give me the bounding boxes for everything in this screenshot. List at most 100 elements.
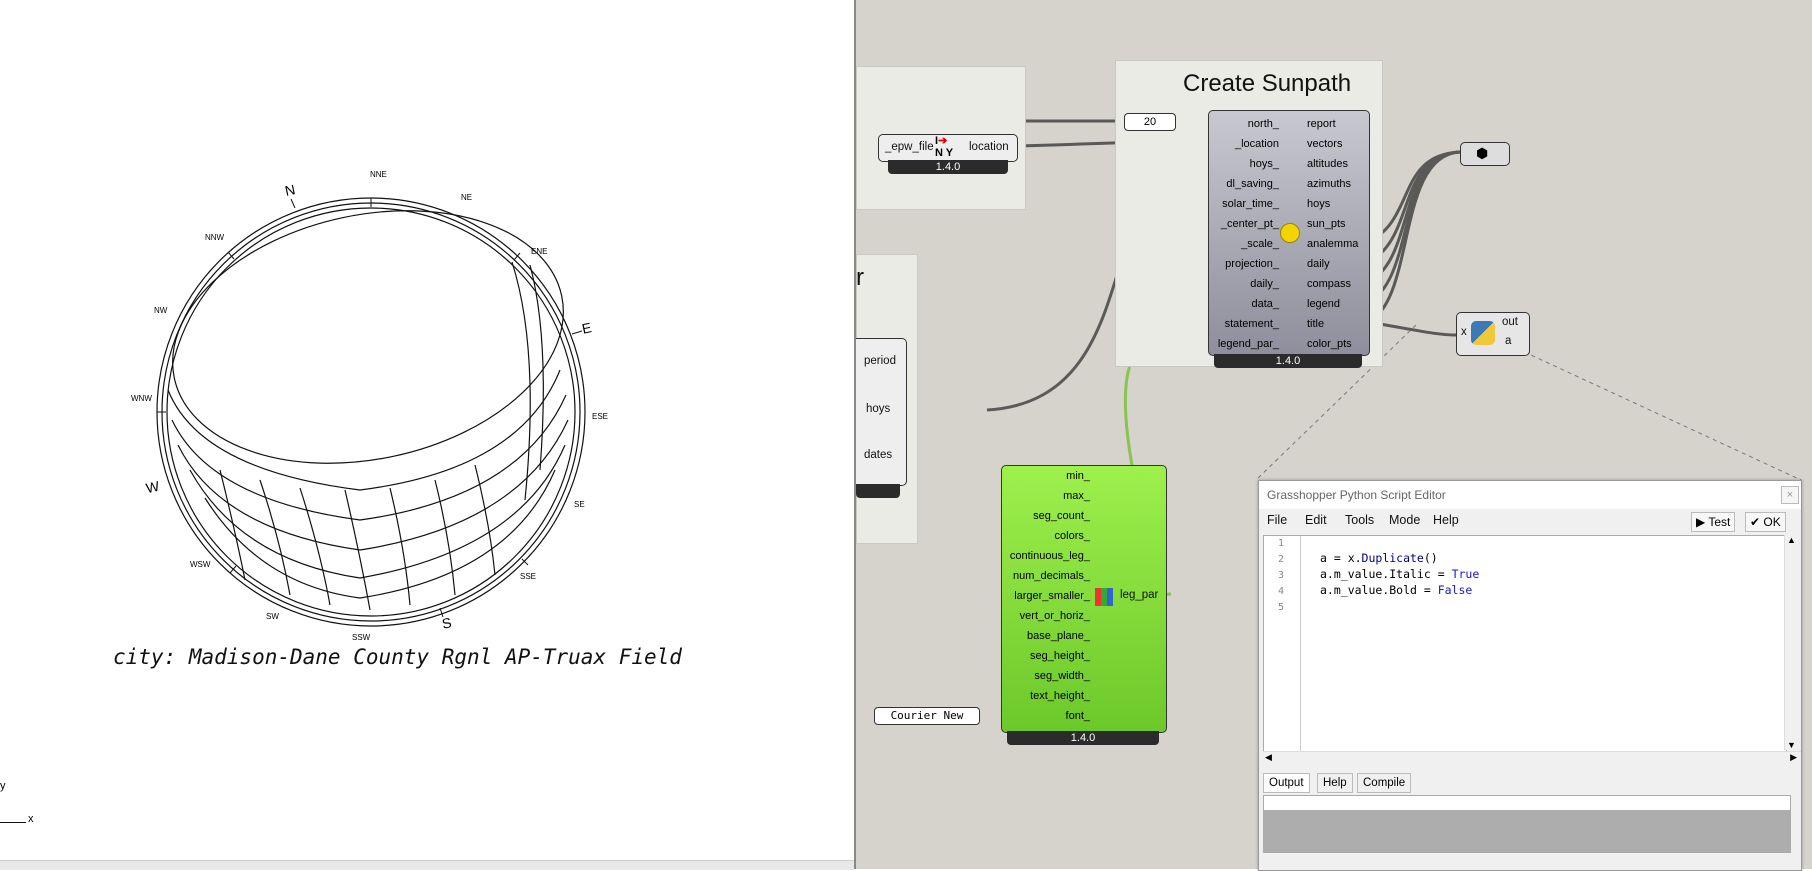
north-value-box[interactable]: 20 bbox=[1124, 113, 1176, 131]
input-max[interactable]: max_ bbox=[1063, 490, 1090, 502]
menu-tools[interactable]: Tools bbox=[1345, 513, 1375, 527]
output-color-pts[interactable]: color_pts bbox=[1307, 338, 1352, 350]
compass-WNW: WNW bbox=[131, 394, 152, 403]
test-button[interactable]: ▶ Test bbox=[1691, 512, 1736, 532]
output-report[interactable]: report bbox=[1307, 118, 1336, 130]
menu-mode[interactable]: Mode bbox=[1389, 513, 1421, 527]
input-larger-smaller[interactable]: larger_smaller_ bbox=[1014, 590, 1090, 602]
font-panel[interactable]: Courier New bbox=[874, 707, 980, 725]
output-legend[interactable]: legend bbox=[1307, 298, 1341, 310]
input-continuous-leg[interactable]: continuous_leg_ bbox=[1009, 550, 1090, 562]
scroll-down-icon[interactable]: ▼ bbox=[1787, 740, 1796, 750]
horizontal-scrollbar[interactable]: ◀ ▶ bbox=[1263, 751, 1801, 766]
axis-x-label: x bbox=[28, 813, 34, 825]
code-line-4: a.m_value.Bold = False bbox=[1320, 583, 1473, 597]
legend-inputs: min_ max_ seg_count_ colors_ continuous_… bbox=[1010, 466, 1090, 726]
output-altitudes[interactable]: altitudes bbox=[1307, 158, 1348, 170]
compass-NW: NW bbox=[154, 306, 168, 315]
period-version bbox=[856, 484, 900, 498]
vertical-scrollbar[interactable]: ▲ ▼ bbox=[1784, 535, 1799, 750]
input-location[interactable]: _location bbox=[1234, 138, 1279, 150]
scroll-right-icon[interactable]: ▶ bbox=[1790, 752, 1797, 762]
input-solar-time[interactable]: solar_time_ bbox=[1222, 198, 1279, 210]
output-daily[interactable]: daily bbox=[1307, 258, 1330, 270]
python-icon bbox=[1471, 321, 1495, 345]
input-vert-or-horiz[interactable]: vert_or_horiz_ bbox=[1019, 610, 1090, 622]
input-num-decimals[interactable]: num_decimals_ bbox=[1012, 570, 1090, 582]
input-legend-par[interactable]: legend_par_ bbox=[1217, 338, 1279, 350]
output-sun-pts[interactable]: sun_pts bbox=[1307, 218, 1346, 230]
input-text-height[interactable]: text_height_ bbox=[1030, 690, 1090, 702]
python-script-editor[interactable]: Grasshopper Python Script Editor × File … bbox=[1258, 480, 1802, 871]
rhino-viewport[interactable]: N NNE NE ENE E ESE SE SSE S SSW SW WSW W… bbox=[0, 0, 856, 870]
scroll-left-icon[interactable]: ◀ bbox=[1265, 752, 1272, 762]
geometry-param[interactable]: ⬢ bbox=[1460, 142, 1510, 166]
output-leg-par[interactable]: leg_par bbox=[1120, 589, 1159, 601]
output-azimuths[interactable]: azimuths bbox=[1307, 178, 1352, 190]
input-base-plane[interactable]: base_plane_ bbox=[1026, 630, 1090, 642]
viewport-statusbar bbox=[0, 860, 854, 870]
output-title[interactable]: title bbox=[1307, 318, 1325, 330]
input-min[interactable]: min_ bbox=[1066, 470, 1090, 482]
tab-help[interactable]: Help bbox=[1317, 773, 1353, 793]
input-dl-saving[interactable]: dl_saving_ bbox=[1226, 178, 1279, 190]
output-analemma[interactable]: analemma bbox=[1307, 238, 1359, 250]
dates-output: dates bbox=[864, 449, 893, 461]
period-output: period bbox=[864, 355, 896, 367]
output-vectors[interactable]: vectors bbox=[1307, 138, 1343, 150]
input-data[interactable]: data_ bbox=[1251, 298, 1279, 310]
check-icon: ✔ bbox=[1750, 515, 1764, 529]
period-component[interactable]: period hoys dates bbox=[856, 338, 907, 486]
input-hoys[interactable]: hoys_ bbox=[1249, 158, 1279, 170]
epw-input-label: _epw_file bbox=[885, 141, 934, 153]
python-component[interactable]: x out a bbox=[1456, 312, 1530, 356]
input-seg-height[interactable]: seg_height_ bbox=[1030, 650, 1090, 662]
editor-title: Grasshopper Python Script Editor bbox=[1259, 481, 1801, 509]
hoys-output: hoys bbox=[866, 403, 891, 415]
input-font[interactable]: font_ bbox=[1065, 710, 1090, 722]
sunpath-outputs: report vectors altitudes azimuths hoys s… bbox=[1307, 114, 1358, 354]
compass-SSE: SSE bbox=[520, 572, 537, 581]
python-input-x[interactable]: x bbox=[1461, 326, 1467, 338]
ok-button[interactable]: ✔ OK bbox=[1745, 512, 1786, 532]
legend-par-component[interactable]: min_ max_ seg_count_ colors_ continuous_… bbox=[1001, 465, 1167, 733]
output-hoys[interactable]: hoys bbox=[1307, 198, 1331, 210]
menu-edit[interactable]: Edit bbox=[1305, 513, 1327, 527]
menu-help[interactable]: Help bbox=[1433, 513, 1459, 527]
input-daily[interactable]: daily_ bbox=[1250, 278, 1279, 290]
input-projection[interactable]: projection_ bbox=[1225, 258, 1279, 270]
close-icon[interactable]: × bbox=[1781, 486, 1799, 504]
axis-y-label: y bbox=[0, 780, 6, 792]
sunpath-inputs: north_ _location hoys_ dl_saving_ solar_… bbox=[1218, 114, 1279, 354]
input-center-pt[interactable]: _center_pt_ bbox=[1220, 218, 1279, 230]
python-output-out[interactable]: out bbox=[1502, 316, 1518, 328]
sunpath-drawing bbox=[156, 197, 586, 627]
partial-group-title: r bbox=[856, 264, 864, 291]
import-epw-icon: I➔N Y bbox=[935, 135, 954, 159]
input-colors[interactable]: colors_ bbox=[1054, 530, 1090, 542]
epw-version: 1.4.0 bbox=[888, 160, 1008, 174]
compass-NE: NE bbox=[461, 193, 473, 202]
output-log bbox=[1264, 810, 1790, 852]
code-area[interactable]: 1 2 3 4 5 a = x.Duplicate() a.m_value.It… bbox=[1263, 535, 1787, 752]
input-north[interactable]: north_ bbox=[1247, 118, 1279, 130]
output-compass[interactable]: compass bbox=[1307, 278, 1352, 290]
epw-output-label: location bbox=[969, 141, 1009, 153]
output-panel bbox=[1263, 795, 1791, 853]
epw-component[interactable]: _epw_file I➔N Y location bbox=[878, 134, 1018, 162]
editor-menubar: File Edit Tools Mode Help ▶ Test ✔ OK bbox=[1259, 509, 1801, 533]
code-line-3: a.m_value.Italic = True bbox=[1320, 567, 1480, 581]
python-output-a[interactable]: a bbox=[1505, 335, 1512, 347]
tab-compile[interactable]: Compile bbox=[1357, 773, 1412, 793]
tab-output[interactable]: Output bbox=[1263, 773, 1310, 793]
compass-ENE: ENE bbox=[531, 247, 548, 256]
scroll-up-icon[interactable]: ▲ bbox=[1787, 535, 1796, 545]
input-seg-count[interactable]: seg_count_ bbox=[1033, 510, 1090, 522]
input-scale[interactable]: _scale_ bbox=[1241, 238, 1279, 250]
play-icon: ▶ bbox=[1696, 515, 1709, 529]
input-seg-width[interactable]: seg_width_ bbox=[1034, 670, 1090, 682]
sunpath-icon bbox=[1280, 223, 1300, 243]
sunpath-component[interactable]: north_ _location hoys_ dl_saving_ solar_… bbox=[1208, 110, 1370, 356]
input-statement[interactable]: statement_ bbox=[1224, 318, 1279, 330]
menu-file[interactable]: File bbox=[1267, 513, 1288, 527]
